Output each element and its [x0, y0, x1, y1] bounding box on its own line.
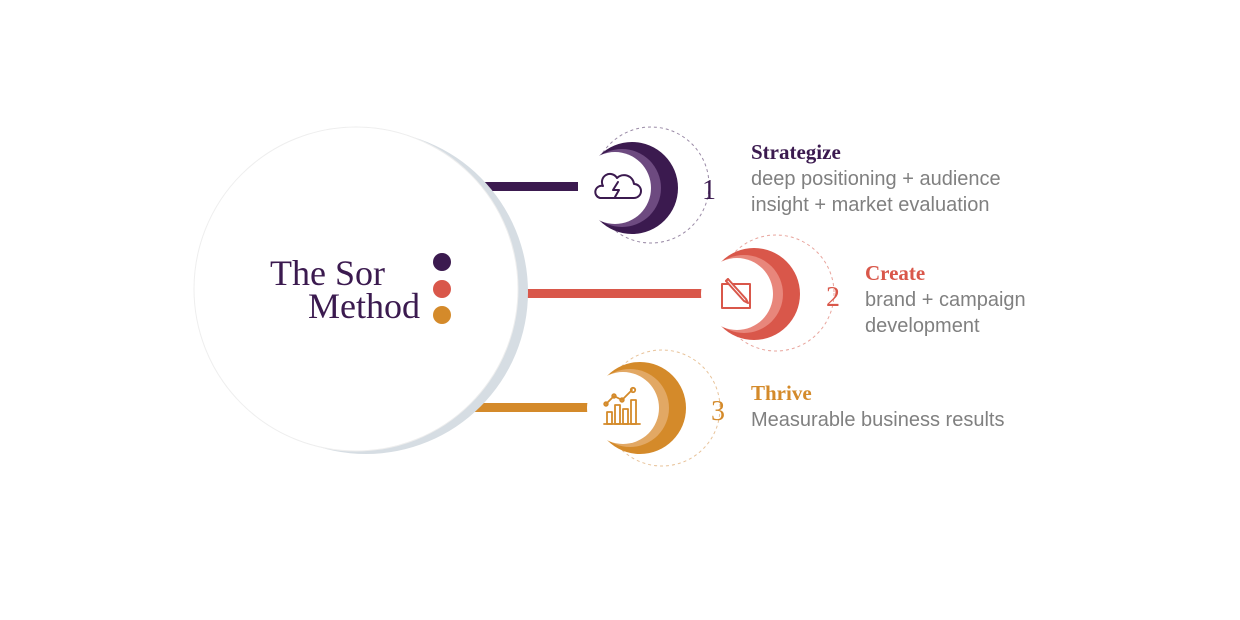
step-desc-strategize-1: deep positioning + audience	[751, 168, 1001, 190]
main-circle	[193, 126, 528, 454]
step-desc-create-1: brand + campaign	[865, 289, 1026, 311]
step-desc-create-2: development	[865, 315, 980, 337]
step-desc-strategize-2: insight + market evaluation	[751, 194, 989, 216]
title-dot-gold	[433, 306, 451, 324]
chart-growth-icon	[603, 386, 641, 425]
connector-bar-strategize	[470, 182, 578, 191]
step-desc-thrive-1: Measurable business results	[751, 409, 1004, 431]
pencil-square-icon	[721, 278, 751, 309]
step-title-create: Create	[865, 261, 925, 285]
title-dot-coral	[433, 280, 451, 298]
step-number-thrive: 3	[711, 396, 725, 427]
step-number-strategize: 1	[702, 175, 716, 206]
medallion-face-thrive	[587, 372, 659, 444]
connector-bar-create	[520, 289, 702, 298]
main-circle-face	[193, 126, 519, 452]
step-number-create: 2	[826, 282, 840, 313]
step-create: 2 Create brand + campaign development	[701, 234, 1026, 352]
step-title-thrive: Thrive	[751, 381, 812, 405]
step-strategize: 1 Strategize deep positioning + audience…	[579, 126, 1001, 244]
step-thrive: 3 Thrive Measurable business results	[587, 349, 1004, 467]
title-dot-purple	[433, 253, 451, 271]
step-title-strategize: Strategize	[751, 140, 841, 164]
title-line-2: Method	[308, 286, 420, 326]
cloud-lightning-icon	[594, 172, 642, 199]
connector-bar-thrive	[470, 403, 588, 412]
title-line-1: The Sor	[270, 253, 385, 293]
